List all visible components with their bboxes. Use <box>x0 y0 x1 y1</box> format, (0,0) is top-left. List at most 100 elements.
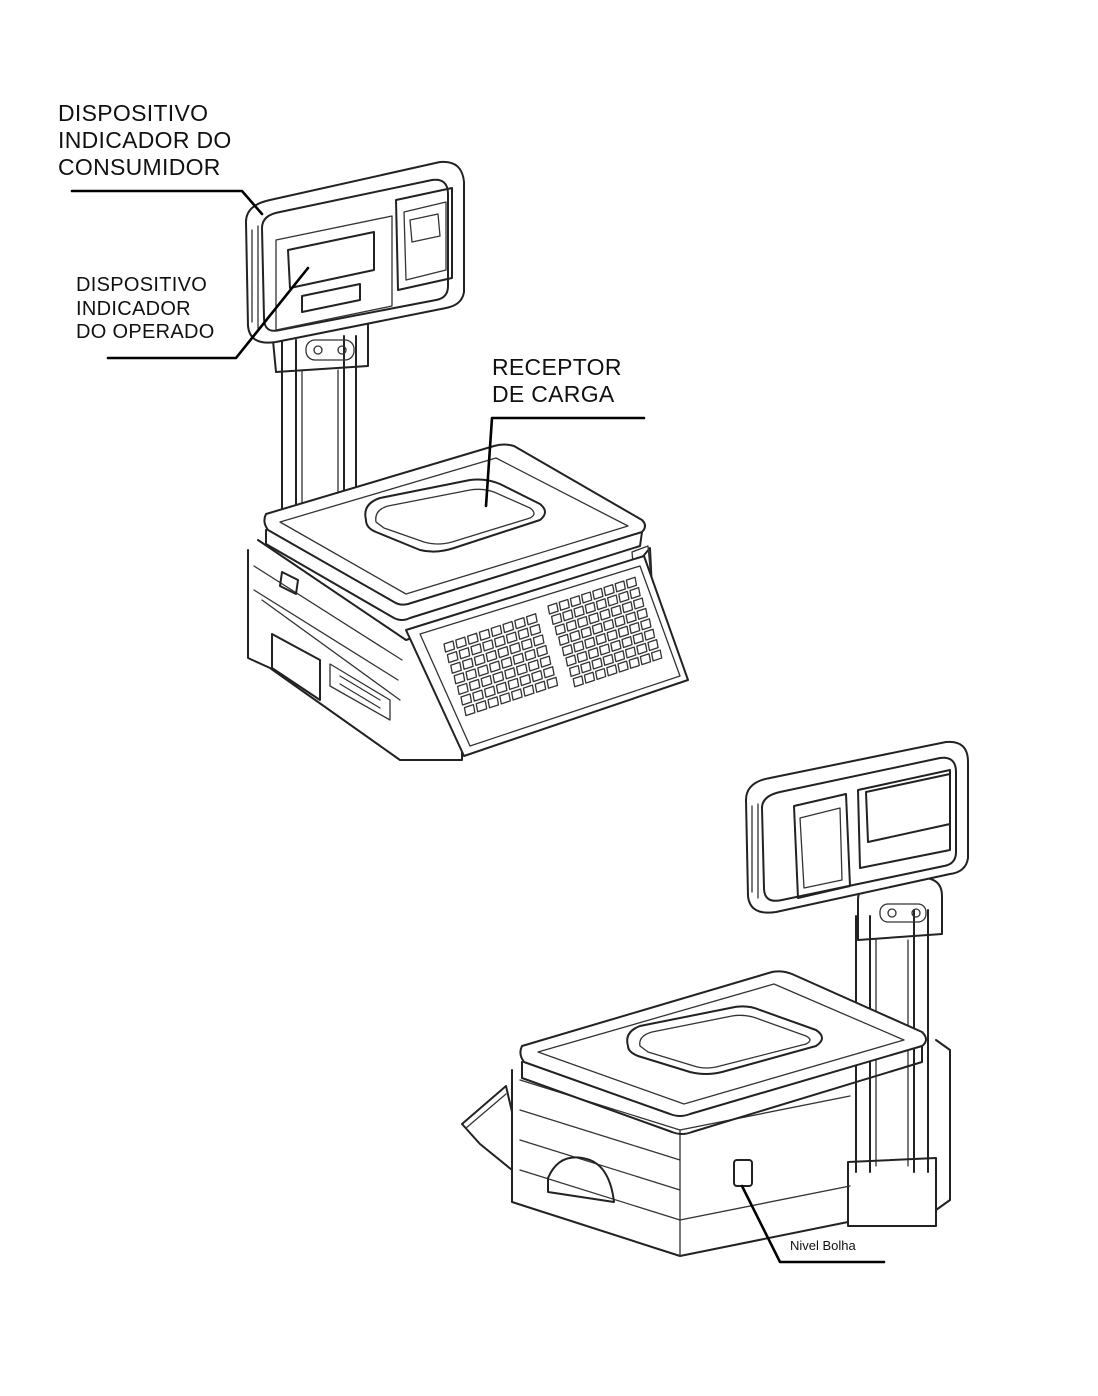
keypad-left-key <box>492 671 505 684</box>
keypad-right-key <box>628 621 641 635</box>
label-operator-display: DISPOSITIVO INDICADOR DO OPERADO <box>76 274 215 345</box>
keypad-left-key <box>520 638 533 651</box>
keypad-right-key <box>580 661 592 674</box>
keypad-right-key <box>603 584 615 597</box>
rear-scale <box>461 740 969 1257</box>
keypad-right-key <box>632 632 644 645</box>
rear-tray-recess <box>626 1005 823 1075</box>
keypad-right-key <box>621 601 634 614</box>
keypad-right-key <box>606 594 619 607</box>
label-operator-display-line-1: DISPOSITIVO <box>76 274 208 296</box>
keypad-right-key <box>561 644 574 657</box>
keypad-right-key <box>591 622 604 635</box>
front-load-receptor <box>263 443 646 621</box>
keypad-right-key <box>621 636 633 649</box>
keypad-right-key <box>636 607 648 620</box>
keypad-left-key <box>527 659 540 672</box>
keypad-left-key <box>472 689 484 702</box>
rear-base <box>461 1039 951 1257</box>
leader-operator-display <box>106 266 310 360</box>
keypad-right-key <box>618 590 630 603</box>
keypad-right-key <box>614 615 626 628</box>
label-consumer-display: DISPOSITIVO INDICADOR DO CONSUMIDOR <box>58 100 232 181</box>
keypad-right-key <box>602 618 615 632</box>
label-consumer-display-line-3: CONSUMIDOR <box>58 154 221 181</box>
keypad-left-key <box>456 682 469 696</box>
label-consumer-display-line-2: INDICADOR DO <box>58 127 232 154</box>
keypad-right-key <box>613 650 626 663</box>
keypad-left-key <box>495 681 508 694</box>
keypad-left-key <box>504 667 516 680</box>
keypad-right-key <box>610 604 622 617</box>
keypad-right-key <box>650 649 663 662</box>
keypad-left-key <box>475 700 488 713</box>
keypad-left-key <box>515 663 528 676</box>
keypad-left-key <box>502 620 515 634</box>
keypad-right-key <box>614 580 626 593</box>
keypad-left-key <box>524 648 537 662</box>
keypad-right-key <box>554 623 566 636</box>
keypad-right-key <box>598 643 611 656</box>
keypad-right-key <box>569 630 581 643</box>
keypad-left-key <box>478 628 491 641</box>
keypad-right-key <box>547 602 559 615</box>
keypad-right-key <box>617 625 630 638</box>
keypad-left-key <box>539 655 552 668</box>
keypad-right-key <box>576 650 588 663</box>
keypad-right-key <box>617 660 629 673</box>
keypad-right-key <box>591 657 603 670</box>
keypad-right-key <box>624 646 637 659</box>
front-scale <box>245 160 689 761</box>
keypad-right-key <box>594 667 607 681</box>
keypad-left-key <box>443 640 456 653</box>
keypad-left-key <box>490 624 503 638</box>
keypad-left-key <box>450 661 462 674</box>
keypad-right-key <box>610 639 622 652</box>
keypad-left <box>443 613 559 717</box>
front-tray-recess <box>364 478 546 553</box>
keypad-right-key <box>562 609 574 622</box>
keypad-left-key <box>465 668 478 681</box>
keypad-left-key <box>485 649 498 663</box>
leader-consumer-display <box>70 189 264 216</box>
keypad-right-key <box>569 595 582 608</box>
keypad-right-key <box>588 612 600 625</box>
keypad-left-key <box>466 632 479 645</box>
keypad-left-key <box>542 666 555 679</box>
keypad-right-key <box>606 629 618 642</box>
keypad-right-key <box>640 618 652 631</box>
keypad-left-key <box>473 653 486 667</box>
keypad-right-key <box>572 675 584 688</box>
keypad-right-key <box>558 633 570 646</box>
keypad-left-key <box>493 635 506 648</box>
keypad-left-key <box>446 650 459 664</box>
keypad-right-key <box>592 587 604 600</box>
rear-printer-window <box>793 793 851 899</box>
keypad-left-key <box>483 685 496 698</box>
keypad-right-key <box>595 633 607 646</box>
keypad-left-key <box>497 645 510 659</box>
keypad-left-key <box>512 652 525 665</box>
keypad-right-key <box>565 619 578 632</box>
front-keypad-panel <box>405 555 689 757</box>
keypad-left-key <box>455 636 467 649</box>
keypad-left-key <box>500 656 513 669</box>
keypad-right-key <box>584 601 596 614</box>
keypad-right <box>547 576 663 688</box>
keypad-right-key <box>636 642 648 655</box>
keypad-left-key <box>534 680 547 693</box>
keypad-left-key <box>532 634 545 647</box>
keypad-left-key <box>509 642 521 655</box>
keypad-right-key <box>625 576 638 589</box>
rear-load-receptor <box>519 970 927 1135</box>
leader-bubble-level <box>740 1184 886 1264</box>
keypad-left-key <box>507 677 520 691</box>
keypad-right-key <box>647 639 659 652</box>
keypad-left-key <box>546 676 559 689</box>
keypad-left-key <box>487 696 500 709</box>
keypad-right-key <box>606 664 618 677</box>
keypad-left-key <box>499 692 511 705</box>
keypad-right-key <box>602 653 614 666</box>
